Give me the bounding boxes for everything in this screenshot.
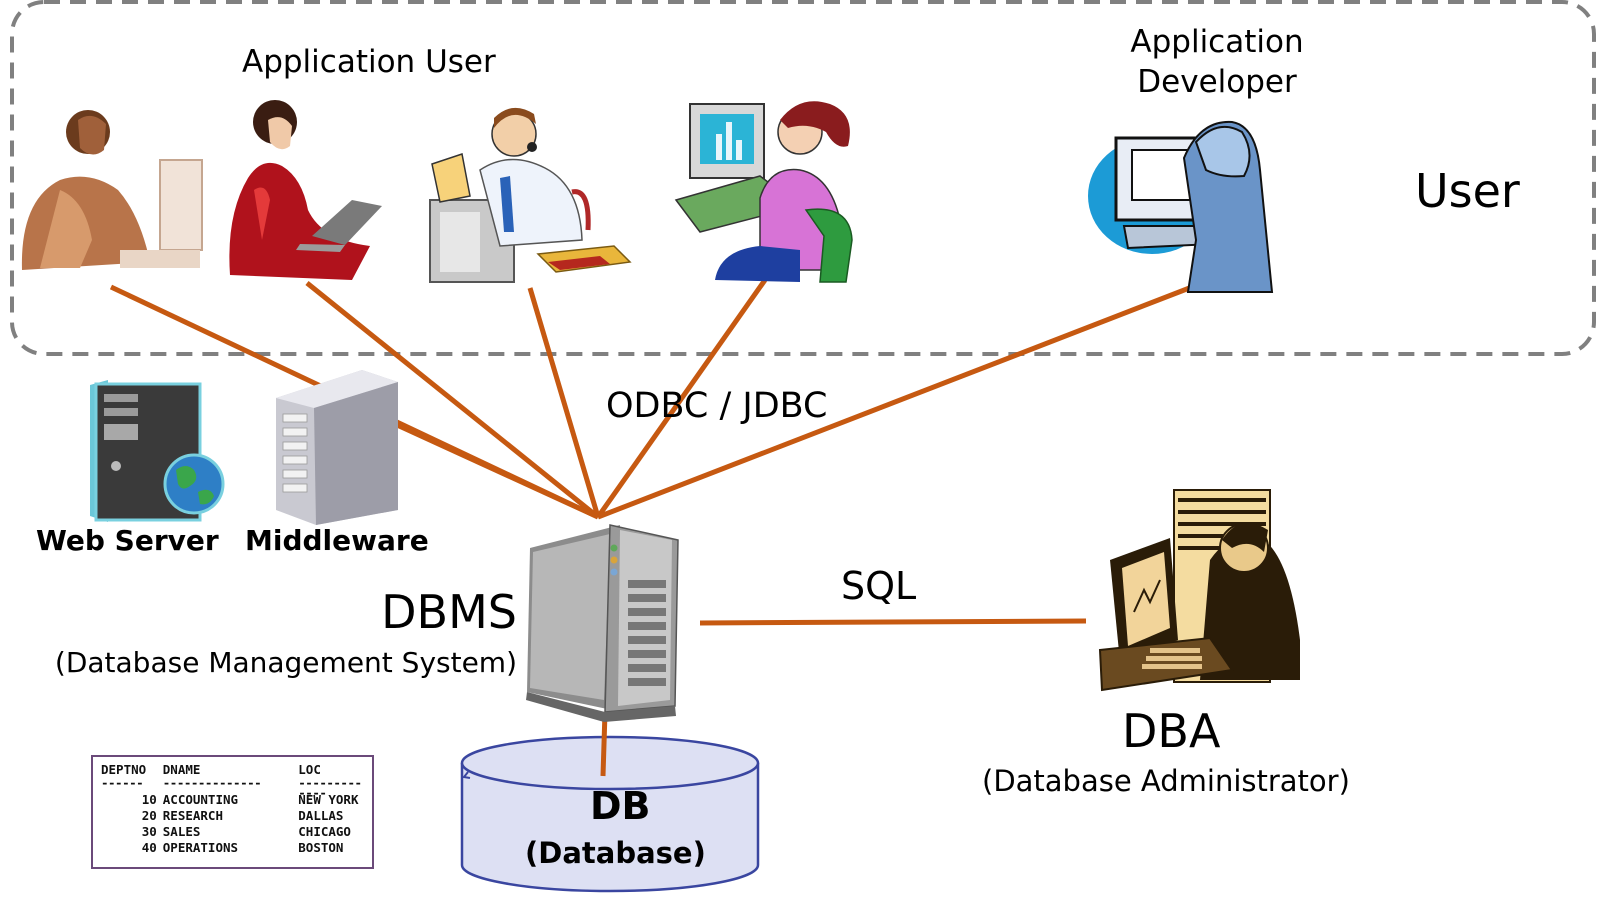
application-user-3-icon	[429, 107, 632, 283]
user-group-label: User	[1415, 164, 1520, 218]
application-developer-icon	[1088, 120, 1274, 293]
connector-developer	[597, 284, 1193, 520]
application-developer-label: Application Developer	[1122, 22, 1312, 102]
connectors	[109, 278, 1193, 626]
dept-table-header: DEPTNO DNAME LOC	[101, 762, 368, 778]
connector-user2	[305, 281, 600, 519]
dbms-label: DBMS	[381, 585, 517, 639]
dept-separator-1: ------	[101, 775, 144, 790]
table-row: 30 SALES CHICAGO	[101, 824, 368, 840]
web-server-icon	[90, 380, 225, 522]
dept-header-deptno: DEPTNO	[101, 762, 147, 777]
dba-label: DBA	[1122, 704, 1221, 758]
application-user-4-icon	[674, 101, 853, 283]
dept-cell-deptno: 20	[141, 808, 157, 823]
dept-cell-loc: NEW YORK	[298, 792, 359, 807]
dba-icon	[1098, 489, 1300, 692]
dept-cell-loc: DALLAS	[298, 808, 344, 823]
application-user-1-icon	[21, 110, 203, 270]
dept-header-dname: DNAME	[162, 762, 201, 777]
web-server-label: Web Server	[36, 524, 219, 557]
application-user-label: Application User	[242, 44, 496, 80]
application-user-2-icon	[229, 100, 382, 280]
dbms-full-label: (Database Management System)	[54, 646, 517, 679]
dept-cell-loc: BOSTON	[298, 840, 344, 855]
middleware-label: Middleware	[245, 524, 429, 557]
user-group-box	[10, 0, 1596, 356]
dept-header-loc: LOC	[298, 762, 321, 777]
connector-middleware	[395, 422, 600, 520]
sql-label: SQL	[841, 564, 917, 608]
dept-cell-dname: RESEARCH	[162, 808, 223, 823]
table-row: 10 ACCOUNTING NEW YORK	[101, 792, 368, 808]
application-developer-label-line2: Developer	[1137, 64, 1297, 100]
dept-table: DEPTNO DNAME LOC ------ -------------- -…	[91, 755, 374, 869]
dept-cell-loc: CHICAGO	[298, 824, 351, 839]
dept-cell-deptno: 10	[141, 792, 157, 807]
odbc-jdbc-label: ODBC / JDBC	[606, 386, 828, 426]
dept-table-separator: ------ -------------- -------------	[101, 775, 368, 800]
dept-separator-2: --------------	[162, 775, 262, 790]
db-full-label: (Database)	[525, 836, 706, 870]
dept-cell-dname: ACCOUNTING	[162, 792, 239, 807]
table-row: 20 RESEARCH DALLAS	[101, 808, 368, 824]
dbms-server-icon	[526, 524, 679, 722]
middleware-server-icon	[276, 370, 398, 525]
table-row: 40 OPERATIONS BOSTON	[101, 840, 368, 856]
dba-full-label: (Database Administrator)	[982, 764, 1350, 798]
connector-sql	[699, 618, 1087, 626]
database-cylinder	[460, 735, 760, 893]
connector-db	[600, 711, 608, 777]
dept-cell-dname: OPERATIONS	[162, 840, 239, 855]
dept-separator-3: -------------	[298, 775, 362, 800]
connector-user3	[527, 287, 601, 518]
dept-cell-deptno: 30	[141, 824, 157, 839]
db-label: DB	[590, 784, 651, 828]
connector-user4	[595, 278, 768, 519]
application-developer-label-line1: Application	[1130, 24, 1304, 60]
dept-cell-deptno: 40	[141, 840, 157, 855]
dept-cell-dname: SALES	[162, 824, 201, 839]
